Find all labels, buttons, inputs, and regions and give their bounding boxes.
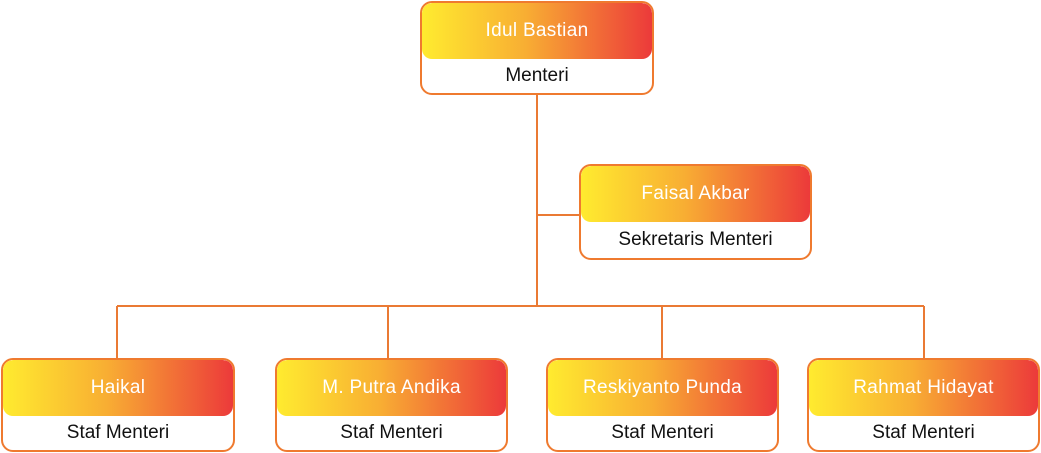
node-staff-3-role: Staf Menteri [611, 422, 714, 443]
node-staff-1: Haikal Staf Menteri [1, 358, 235, 452]
node-staff-2-role: Staf Menteri [340, 422, 443, 443]
node-head: Idul Bastian Menteri [420, 1, 654, 95]
node-staff-1-name: Haikal [3, 360, 233, 416]
node-staff-4: Rahmat Hidayat Staf Menteri [807, 358, 1040, 452]
node-head-role: Menteri [505, 65, 569, 86]
node-secretary-name: Faisal Akbar [581, 166, 810, 222]
node-staff-3-name: Reskiyanto Punda [548, 360, 777, 416]
node-staff-1-role: Staf Menteri [66, 422, 170, 443]
node-staff-2: M. Putra Andika Staf Menteri [275, 358, 508, 452]
node-staff-3: Reskiyanto Punda Staf Menteri [546, 358, 779, 452]
node-staff-4-role: Staf Menteri [872, 422, 975, 443]
node-head-name: Idul Bastian [422, 3, 652, 59]
node-staff-2-name: M. Putra Andika [277, 360, 506, 416]
node-secretary-role: Sekretaris Menteri [618, 229, 773, 250]
node-secretary: Faisal Akbar Sekretaris Menteri [579, 164, 812, 260]
node-staff-4-name: Rahmat Hidayat [809, 360, 1038, 416]
